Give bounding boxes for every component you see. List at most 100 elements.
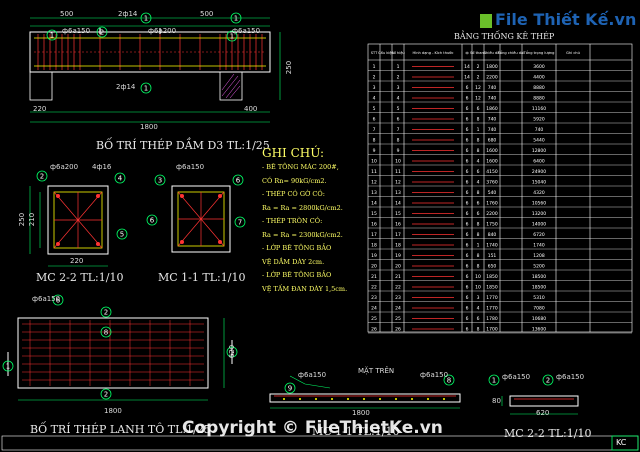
callout-number: 5 [120,231,124,239]
table-cell: 6400 [533,159,545,165]
lintel-section-1-1-callouts [284,374,455,394]
section-2-2-callouts [36,170,128,240]
table-cell: 8 [477,138,480,144]
label-stirrup-right: ф6a150 [232,27,261,35]
table-cell: 740 [488,96,497,102]
label-bar-top: 2ф14 [118,10,138,18]
table-cell: 11 [395,169,401,175]
callout-number: 1 [6,363,10,371]
table-cell: 6 [466,138,469,144]
table-header-cell: Hình dạng - Kích thước [413,51,454,55]
table-cell: 6 [466,274,469,280]
table-cell: 8 [373,138,376,144]
table-cell: 6 [466,306,469,312]
table-cell: 1860 [486,106,498,112]
table-cell: 11 [371,169,377,175]
dim-top-left: 500 [60,10,74,18]
table-cell: 8 [477,190,480,196]
table-cell: 8 [477,264,480,270]
table-cell: 540 [488,190,497,196]
callout-number: 2 [104,391,108,399]
note-line: - THÉP TRÒN CÓ: [262,217,323,225]
table-cell: 24 [371,306,377,312]
table-cell: 1600 [486,159,498,165]
lintel-section-2-2-callouts [488,374,554,386]
callout-number: 7 [238,219,242,227]
sec22-stirrup-label: ф6a200 [50,163,79,171]
logo-text: File Thiết Kế.vn [495,10,637,29]
table-cell: 21 [395,274,401,280]
table-cell: 6 [466,327,469,333]
lintel-title: BỐ TRÍ THÉP LANH TÔ TL:1/25 [30,423,211,436]
callout-number: 9 [288,385,292,393]
section-22b-title: MC 2-2 TL:1/10 [504,427,592,440]
table-cell: 13200 [532,211,546,217]
callout-number: 6 [150,217,155,225]
table-cell: 14000 [532,222,546,228]
lintel22-h: 80 [492,397,501,405]
note-line: VỆ DẦM DÀY 2cm. [262,257,325,266]
callout-number: 1 [50,32,54,40]
table-cell: 8 [477,148,480,154]
table-cell: 8880 [533,96,545,102]
lintel11-top: MẶT TRÊN [358,367,395,375]
callout-number: 2 [100,29,104,37]
table-cell: 2 [477,64,480,70]
table-cell: 17 [371,232,377,238]
table-cell: 4 [373,96,376,102]
note-line: - LỚP BÊ TÔNG BẢO [262,244,332,252]
table-cell: 12800 [532,148,546,154]
callout-number: 6 [56,297,61,305]
table-cell: 680 [488,138,497,144]
note-line: - BÊ TÔNG MÁC 200#, [262,163,339,171]
table-cell: 11160 [532,106,546,112]
table-cell: 151 [488,253,497,259]
callout-number: 1 [230,33,234,41]
table-cell: 740 [488,127,497,133]
table-cell: 1770 [486,306,498,312]
callout-number: 8 [104,329,108,337]
table-cell: 18 [371,243,377,249]
table-cell: 25 [395,316,401,322]
table-cell: 3 [373,85,376,91]
table-header-cell: Cấu kiện [378,51,394,55]
table-cell: 6 [466,85,469,91]
table-cell: 9 [373,148,376,154]
table-cell: 6 [466,96,469,102]
table-cell: 14 [371,201,377,207]
dim-beam-total: 1800 [140,123,158,131]
table-cell: 6 [466,190,469,196]
table-cell: 7 [397,127,400,133]
table-cell: 3760 [486,180,498,186]
table-cell: 8880 [533,85,545,91]
table-cell: 15 [371,211,377,217]
table-cell: 6 [466,295,469,301]
table-cell: 15040 [532,180,546,186]
table-cell: 4150 [486,169,498,175]
table-cell: 8 [397,138,400,144]
table-cell: 6 [466,253,469,259]
table-cell: 12 [395,180,401,186]
table-cell: 4320 [533,190,545,196]
table-cell: 6 [466,117,469,123]
table-cell: 4 [477,306,480,312]
table-cell: 9 [397,148,400,154]
table-cell: 740 [488,85,497,91]
table-cell: 1780 [486,316,498,322]
table-header-cell: Chiều dài [484,51,501,55]
table-cell: 1770 [486,295,498,301]
note-line: VỆ TẤM ĐAN DÀY 1,5cm. [262,284,348,293]
callout-number: 6 [236,177,241,185]
table-cell: 5310 [533,295,545,301]
table-cell: 10 [475,274,481,280]
table-cell: 6 [397,117,400,123]
table-cell: 5 [373,106,376,112]
table-cell: 16 [371,222,377,228]
table-cell: 6 [466,159,469,165]
dim-top-right: 500 [200,10,214,18]
lintel-section-1-1 [269,375,461,409]
table-cell: 10560 [532,201,546,207]
label-stirrup-left: ф6a150 [62,27,91,35]
